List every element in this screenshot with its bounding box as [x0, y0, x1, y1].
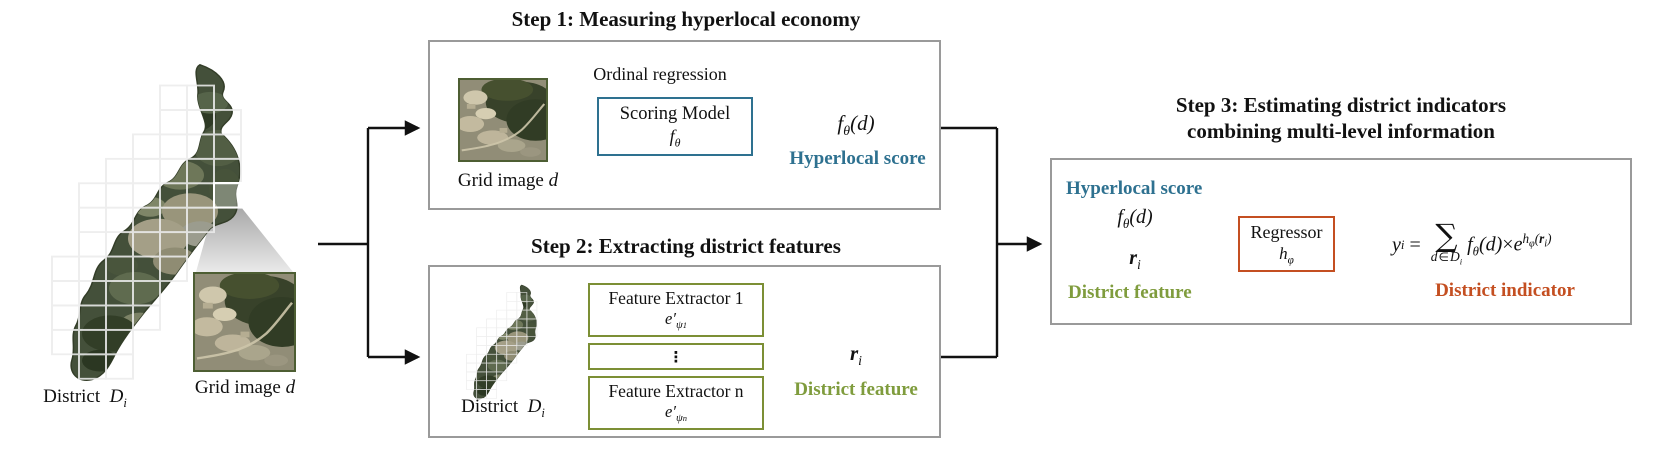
step2-district-image [462, 284, 544, 400]
regressor-name: Regressor [1250, 221, 1323, 242]
vertical-ellipsis: ⋮ [668, 347, 684, 366]
district-indicator-caption: District indicator [1435, 280, 1575, 301]
highlighted-grid-cell [213, 182, 242, 209]
step1-title: Step 1: Measuring hyperlocal economy [511, 7, 861, 31]
step1-grid-image-label: Grid image d [457, 170, 559, 191]
feature-extractor-1-name: Feature Extractor 1 [608, 287, 744, 308]
grid-image-d-enlarged [193, 272, 296, 372]
district-label: District Di [43, 386, 127, 410]
step3-box [1050, 158, 1632, 325]
hyperlocal-score-formula: fθ(d) [837, 111, 875, 139]
step1-grid-image [458, 78, 548, 162]
step2-district-label: District Di [461, 396, 545, 420]
scoring-model-symbol: fθ [669, 125, 681, 150]
feature-extractor-1-symbol: e′ψ1 [665, 308, 687, 332]
summation-symbol: ∑ [1435, 218, 1458, 255]
scoring-model-box: Scoring Model fθ [597, 97, 753, 156]
step2-title: Step 2: Extracting district features [531, 234, 841, 258]
feature-extractor-n-name: Feature Extractor n [608, 380, 744, 401]
hyperlocal-score-caption: Hyperlocal score [789, 148, 926, 169]
feature-extractor-n-symbol: e′ψn [665, 401, 687, 425]
step3-hyperlocal-score-caption: Hyperlocal score [1066, 178, 1203, 199]
step3-district-feature-caption: District feature [1068, 282, 1192, 303]
scoring-model-name: Scoring Model [619, 104, 731, 125]
district-feature-formula: ri [849, 341, 863, 369]
feature-extractor-dots-box: ⋮ [588, 343, 764, 370]
step3-title: Step 3: Estimating district indicators c… [1175, 93, 1507, 143]
regressor-symbol: hφ [1279, 244, 1294, 267]
ordinal-regression-label: Ordinal regression [593, 64, 727, 84]
feature-extractor-n-box: Feature Extractor n e′ψn [588, 376, 764, 430]
regressor-box: Regressor hφ [1238, 216, 1335, 272]
step3-feature-formula: ri [1129, 247, 1141, 272]
district-feature-caption: District feature [794, 379, 918, 400]
feature-extractor-1-box: Feature Extractor 1 e′ψ1 [588, 283, 764, 337]
district-satellite-map [20, 50, 293, 440]
grid-image-label: Grid image d [194, 377, 296, 398]
step3-score-formula: fθ(d) [1117, 206, 1153, 231]
